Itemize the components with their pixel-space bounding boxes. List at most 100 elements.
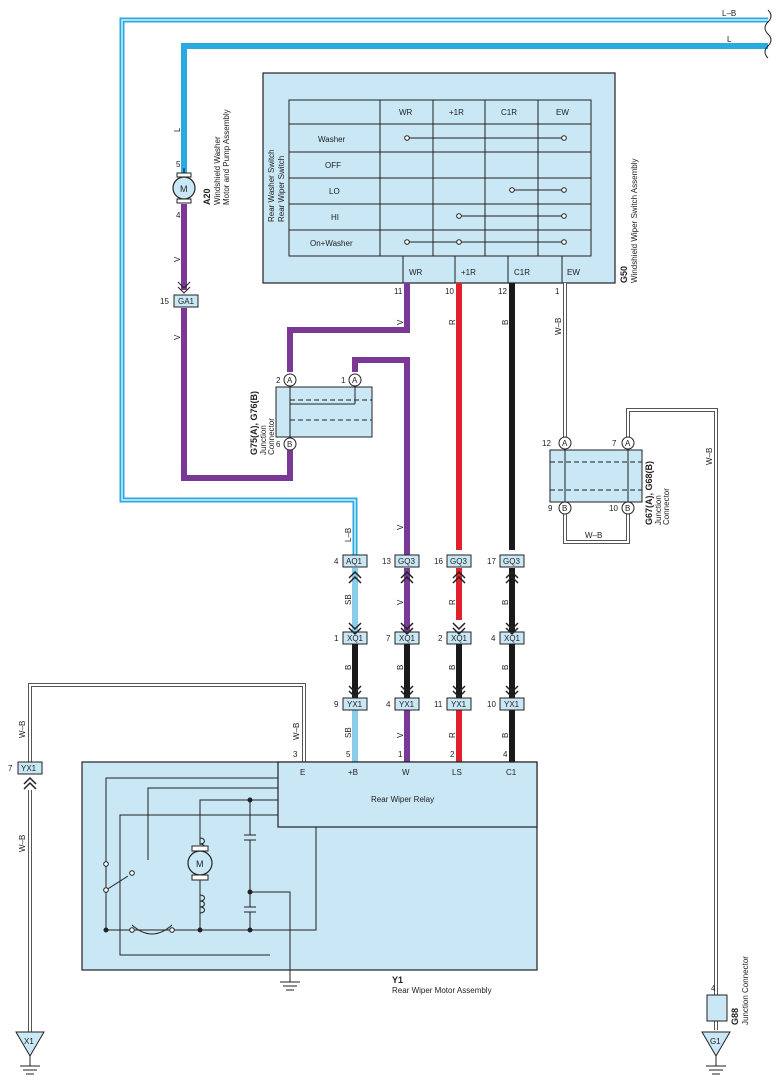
g75-connector — [275, 386, 373, 438]
gq3-pin-1: 13 — [382, 557, 391, 566]
relay-box — [277, 761, 538, 828]
g50-name: Windshield Wiper Switch Assembly — [630, 159, 639, 283]
xq1-label-3: XQ1 — [504, 634, 521, 643]
switch-col-1r: +1R — [449, 108, 464, 117]
wire-label-wb-left1: W–B — [18, 721, 27, 738]
g67-badge-a2-text: A — [625, 439, 631, 448]
xq1-label-0: XQ1 — [347, 634, 364, 643]
y1-motor-symbol-text: M — [196, 859, 204, 869]
xq1-pin-0: 1 — [334, 634, 339, 643]
ga1-label: GA1 — [178, 297, 195, 306]
g75-badge-a2 — [348, 373, 362, 387]
switch-row-off: OFF — [325, 161, 341, 170]
g75-badge-b — [283, 437, 297, 451]
switch-title2: Rear Wiper Switch — [277, 156, 286, 222]
switch-row-lo: LO — [329, 187, 340, 196]
xq1-row — [342, 631, 525, 645]
wire-wb-g67 — [626, 408, 718, 1030]
g75-name2: Connector — [267, 418, 276, 455]
gq3-pin-0: 4 — [334, 557, 339, 566]
x1-label: X1 — [24, 1037, 34, 1046]
g67-name1: Junction — [654, 495, 663, 525]
g75-badge-a1 — [283, 373, 297, 387]
g50-terminal-wr: WR — [409, 268, 423, 277]
a20-symbol: M — [180, 184, 188, 194]
switch-contacts — [404, 135, 567, 245]
g75-badge-a2-text: A — [352, 376, 358, 385]
yx1-pin-2: 11 — [434, 700, 443, 709]
a20-pin-top: 5 — [176, 160, 181, 169]
relay-terminal-ls: LS — [452, 768, 462, 777]
g67-badge-a2 — [621, 436, 635, 450]
g75-pin-a1: 2 — [276, 376, 281, 385]
gq3-row — [342, 554, 525, 568]
g75-pin-a2: 1 — [341, 376, 346, 385]
wire-label-wb-ew: W–B — [554, 318, 563, 335]
wire-label-b-c1r: B — [501, 320, 510, 325]
switch-title1: Rear Washer Switch — [267, 149, 276, 222]
relay-terminal-e: E — [300, 768, 305, 777]
chevron-gq3 — [348, 570, 519, 584]
switch-col-c1r: C1R — [501, 108, 517, 117]
wire-label-wb-e: W–B — [292, 723, 301, 740]
yx1-left-pin: 7 — [8, 764, 13, 773]
switch-row-washer: Washer — [318, 135, 346, 144]
wire-label-wb-left2: W–B — [18, 835, 27, 852]
y1-name: Rear Wiper Motor Assembly — [392, 986, 492, 995]
wire-label-b-xq1b: B — [396, 665, 405, 670]
g67-pin-b2: 10 — [609, 504, 618, 513]
wire-label-b-xq1c: B — [448, 665, 457, 670]
wire-violet-g75-a1 — [352, 357, 410, 555]
g67-internal-lines — [550, 450, 642, 502]
yx1-pin-0: 9 — [334, 700, 339, 709]
g50-terminal-c1r: C1R — [514, 268, 530, 277]
gq3-label-0: AQ1 — [346, 557, 363, 566]
g67-badge-b1 — [558, 501, 572, 515]
relay-pin-b: 5 — [346, 750, 351, 759]
wire-label-wb-jumper: W–B — [585, 531, 602, 540]
xq1-pin-1: 7 — [386, 634, 391, 643]
wire-label-b-yx1: B — [501, 733, 510, 738]
wire-label-b-xq1a: B — [344, 665, 353, 670]
wire-label-b-gq3: B — [501, 600, 510, 605]
switch-col-wr: WR — [399, 108, 413, 117]
x1-ground-triangle — [15, 1031, 45, 1057]
g1-label: G1 — [710, 1037, 721, 1046]
switch-table — [288, 99, 592, 257]
g67-badge-a1-text: A — [562, 439, 568, 448]
wire-label-l-motor: L — [173, 127, 182, 132]
a20-pin-bottom: 4 — [176, 211, 181, 220]
yx1-label-0: YX1 — [347, 700, 363, 709]
yx1-pin-1: 4 — [386, 700, 391, 709]
gq3-label-1: GQ3 — [398, 557, 415, 566]
wire-label-sb-yx1: SB — [344, 727, 353, 738]
gq3-pin-2: 16 — [434, 557, 443, 566]
g75-name1: Junction — [259, 425, 268, 455]
wire-label-r-yx1: R — [448, 732, 457, 738]
yx1-label-2: YX1 — [451, 700, 467, 709]
chevron-xq1 — [348, 622, 519, 636]
ga1-pin: 15 — [160, 297, 169, 306]
g88-name: Junction Connector — [741, 956, 750, 1025]
g75-badge-a1-text: A — [287, 376, 293, 385]
yx1-label-1: YX1 — [399, 700, 415, 709]
relay-terminal-w: W — [402, 768, 410, 777]
g50-id: G50 — [619, 266, 629, 283]
a20-name2: Motor and Pump Assembly — [222, 109, 231, 205]
motor-circuit-dots — [103, 797, 253, 933]
wire-label-sb-aq1: SB — [344, 594, 353, 605]
wire-label-r-gq3: R — [448, 599, 457, 605]
g1-ground-triangle — [701, 1031, 731, 1057]
g50-pin-12: 12 — [498, 287, 507, 296]
ga1-box — [173, 294, 199, 308]
wire-wb-jumper — [563, 514, 630, 544]
g50-pin-10: 10 — [445, 287, 454, 296]
yx1-left-label: YX1 — [21, 764, 37, 773]
yx1-left-chevron — [23, 776, 37, 790]
ga1-chevron — [177, 281, 191, 294]
chevron-yx1 — [348, 685, 519, 699]
x1-ground-icon — [20, 1056, 40, 1075]
a20-motor: M — [172, 168, 196, 204]
gq3-pin-3: 17 — [487, 557, 496, 566]
